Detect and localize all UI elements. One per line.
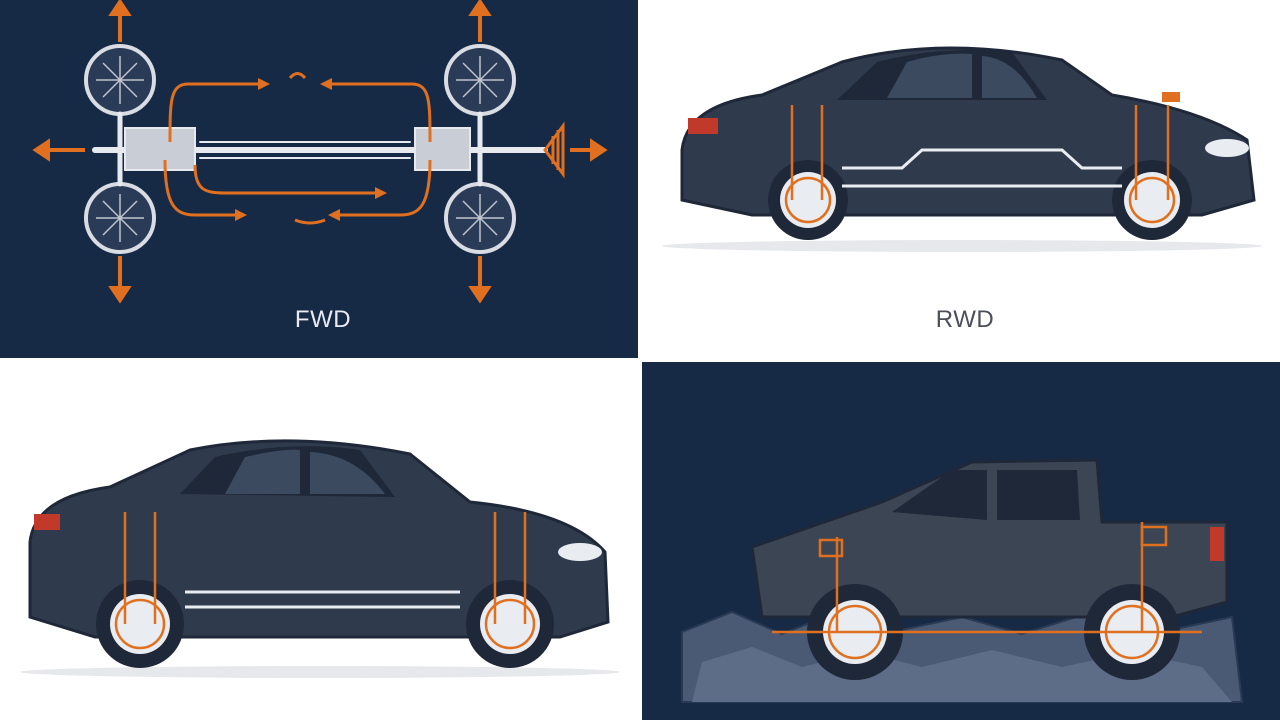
fwd-panel: FWD <box>0 0 638 358</box>
rwd-panel: RWD <box>642 0 1280 358</box>
rwd-label: RWD <box>935 306 995 333</box>
truck-panel <box>642 362 1280 720</box>
sedan-panel <box>0 362 638 720</box>
fwd-label: FWD <box>294 306 352 333</box>
sedan-car-icon <box>642 0 1280 358</box>
drivetrain-diagram-icon <box>0 0 638 358</box>
pickup-truck-icon <box>642 362 1280 720</box>
sedan-car-icon <box>0 362 638 720</box>
